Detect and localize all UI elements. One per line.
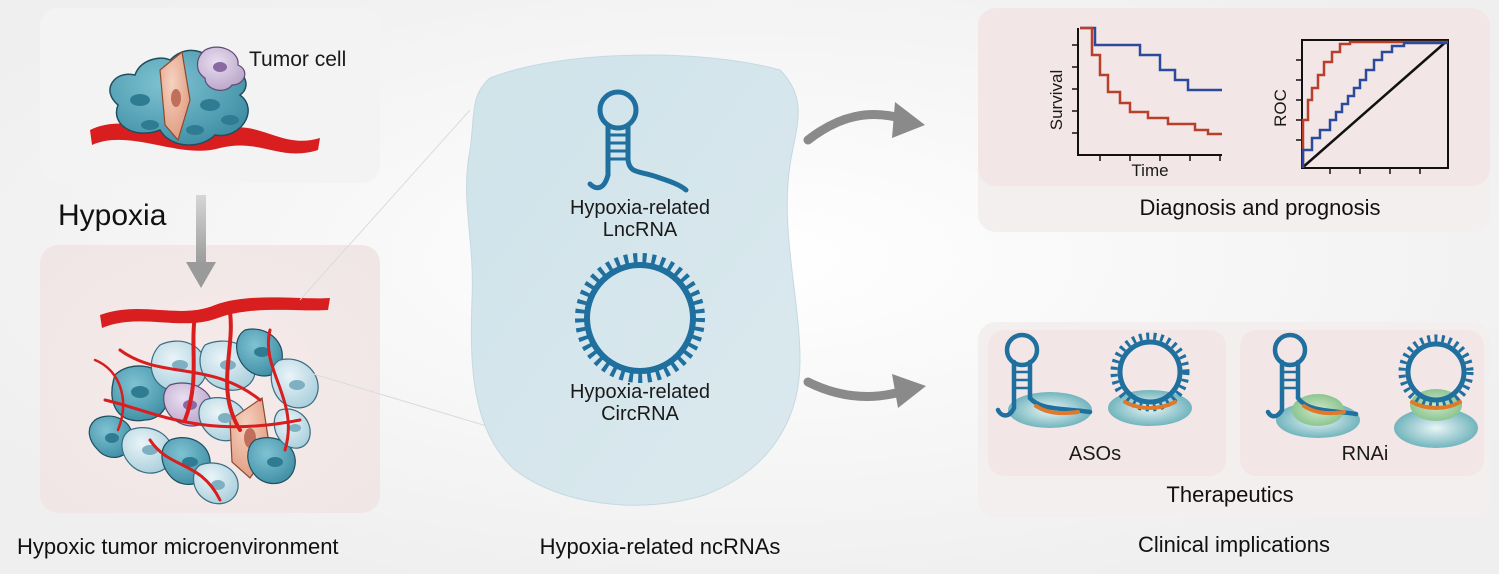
rnai-lncrna-icon xyxy=(1265,332,1360,438)
ncrna-blob xyxy=(466,54,801,506)
lncrna-label-line2: LncRNA xyxy=(603,219,678,241)
arrow-to-therapeutics xyxy=(803,374,926,408)
tumor-cell-label: Tumor cell xyxy=(249,48,346,71)
circrna-icon xyxy=(575,253,705,383)
roc-ylabel: ROC xyxy=(1271,89,1290,127)
hypoxic-tumor-mass xyxy=(88,297,330,505)
middle-caption: Hypoxia-related ncRNAs xyxy=(540,534,781,559)
roc-curve-blue xyxy=(1301,41,1448,168)
survival-plot xyxy=(1072,26,1222,161)
circrna-label-line1: Hypoxia-related xyxy=(570,381,710,403)
lncrna-label-line1: Hypoxia-related xyxy=(570,197,710,219)
diagnosis-caption: Diagnosis and prognosis xyxy=(1140,195,1381,220)
roc-plot xyxy=(1296,39,1449,174)
left-caption: Hypoxic tumor microenvironment xyxy=(17,534,339,559)
roc-diagonal xyxy=(1301,39,1449,169)
rnai-label: RNAi xyxy=(1342,443,1389,465)
asos-panel xyxy=(988,330,1226,476)
diagnosis-inner xyxy=(978,8,1490,186)
tumor-cell-cluster xyxy=(90,46,320,154)
hypoxia-label: Hypoxia xyxy=(58,199,167,232)
lncrna-icon xyxy=(587,89,689,193)
survival-ylabel: Survival xyxy=(1047,70,1066,130)
survival-xlabel: Time xyxy=(1131,161,1168,180)
zoom-lines xyxy=(299,109,501,431)
asos-label: ASOs xyxy=(1069,443,1121,465)
right-caption: Clinical implications xyxy=(1138,532,1330,557)
rnai-circrna-icon xyxy=(1394,334,1478,448)
roc-curve-red xyxy=(1301,40,1448,168)
aso-lncrna-icon xyxy=(995,332,1093,428)
km-curve-red xyxy=(1080,26,1222,136)
arrow-to-diagnosis xyxy=(803,102,925,145)
circrna-label-line2: CircRNA xyxy=(601,403,679,425)
hypoxia-arrow xyxy=(186,195,216,288)
aso-circrna-icon xyxy=(1108,332,1192,426)
km-curve-blue xyxy=(1080,26,1222,92)
therapeutics-caption: Therapeutics xyxy=(1166,482,1293,507)
